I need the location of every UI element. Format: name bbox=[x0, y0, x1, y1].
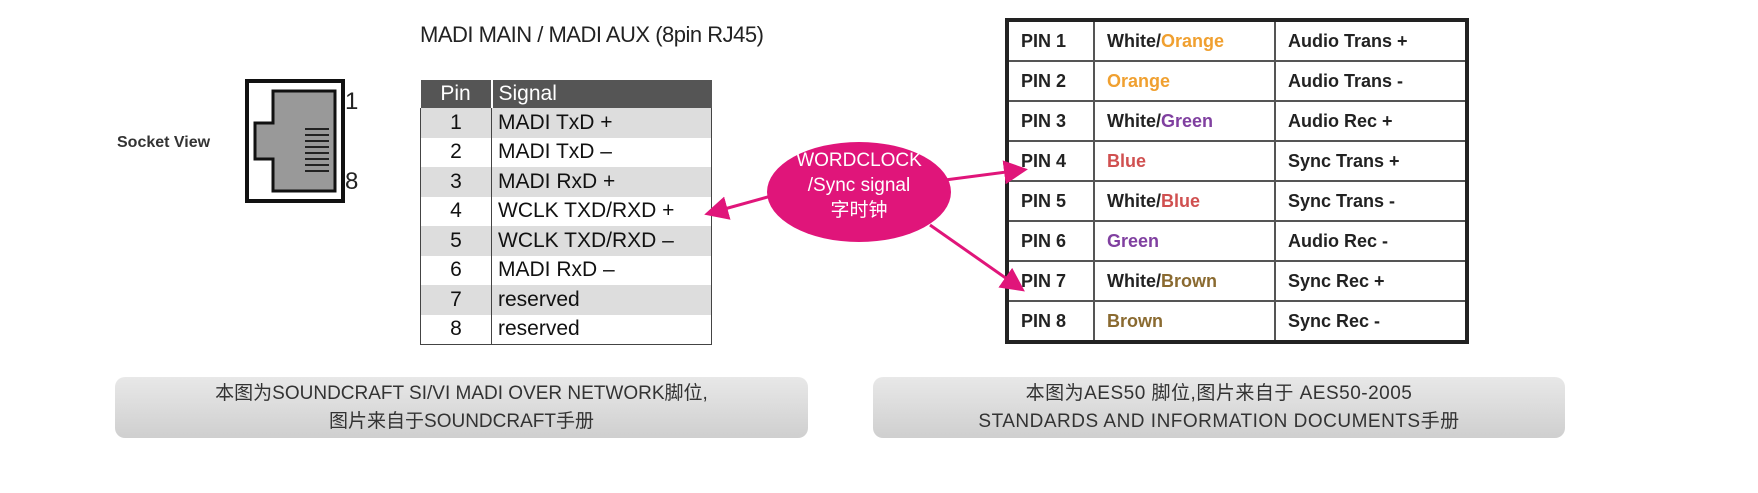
signal-cell: MADI TxD + bbox=[491, 108, 712, 138]
signal-cell: WCLK TXD/RXD – bbox=[491, 226, 712, 256]
bubble-line-2: /Sync signal bbox=[807, 175, 911, 196]
wire-color-cell: White/Green bbox=[1093, 100, 1276, 142]
signal-cell: Audio Rec + bbox=[1274, 100, 1468, 142]
wire-color-cell: White/Orange bbox=[1093, 19, 1276, 62]
wire-color-cell: Orange bbox=[1093, 60, 1276, 102]
pin-cell: 1 bbox=[420, 108, 492, 138]
pin-cell: 3 bbox=[420, 167, 492, 197]
caption-right-line-2: STANDARDS AND INFORMATION DOCUMENTS手册 bbox=[978, 411, 1460, 432]
bubble-line-1: WORDCLOCK bbox=[796, 150, 922, 171]
header-pin: Pin bbox=[420, 80, 493, 108]
signal-cell: Audio Trans + bbox=[1274, 19, 1468, 62]
pin-cell: PIN 4 bbox=[1006, 140, 1095, 182]
wire-color: Brown bbox=[1107, 310, 1163, 331]
pin-cell: PIN 6 bbox=[1006, 220, 1095, 262]
table-row: PIN 4 Blue Sync Trans + bbox=[1006, 140, 1468, 182]
signal-cell: WCLK TXD/RXD + bbox=[491, 196, 712, 226]
pin-cell: PIN 5 bbox=[1006, 180, 1095, 222]
wire-color: Blue bbox=[1107, 150, 1147, 171]
caption-left-line-2: 图片来自于SOUNDCRAFT手册 bbox=[329, 411, 594, 432]
pin-cell: 2 bbox=[420, 137, 492, 167]
table-row: PIN 2 Orange Audio Trans - bbox=[1006, 60, 1468, 102]
caption-left: 本图为SOUNDCRAFT SI/VI MADI OVER NETWORK脚位,… bbox=[115, 377, 808, 438]
wire-color-cell: Brown bbox=[1093, 300, 1276, 343]
wire-color: Orange bbox=[1107, 70, 1171, 91]
signal-cell: MADI TxD – bbox=[491, 137, 712, 167]
pin-cell: PIN 2 bbox=[1006, 60, 1095, 102]
signal-cell: Sync Rec + bbox=[1274, 260, 1468, 302]
table-row: PIN 3 White/Green Audio Rec + bbox=[1006, 100, 1468, 142]
caption-right-line-1: 本图为AES50 脚位,图片来自于 AES50-2005 bbox=[1025, 383, 1413, 404]
signal-cell: Audio Trans - bbox=[1274, 60, 1468, 102]
bubble-line-3: 字时钟 bbox=[830, 200, 888, 221]
table-row: PIN 8 Brown Sync Rec - bbox=[1006, 300, 1468, 343]
pin-8-label: 8 bbox=[345, 168, 359, 195]
signal-cell: Audio Rec - bbox=[1274, 220, 1468, 262]
pin-cell: 5 bbox=[420, 226, 492, 256]
madi-title: MADI MAIN / MADI AUX (8pin RJ45) bbox=[420, 22, 764, 47]
wire-color: Brown bbox=[1161, 270, 1217, 291]
wire-prefix: White/ bbox=[1107, 30, 1161, 51]
wire-prefix: White/ bbox=[1107, 110, 1161, 131]
signal-cell: MADI RxD – bbox=[491, 255, 712, 285]
pin-cell: PIN 3 bbox=[1006, 100, 1095, 142]
table-row: PIN 5 White/Blue Sync Trans - bbox=[1006, 180, 1468, 222]
signal-cell: reserved bbox=[491, 314, 712, 345]
wire-color-cell: White/Brown bbox=[1093, 260, 1276, 302]
wire-color-cell: White/Blue bbox=[1093, 180, 1276, 222]
wire-color-cell: Green bbox=[1093, 220, 1276, 262]
caption-left-line-1: 本图为SOUNDCRAFT SI/VI MADI OVER NETWORK脚位, bbox=[215, 383, 708, 404]
signal-cell: MADI RxD + bbox=[491, 167, 712, 197]
pin-cell: PIN 8 bbox=[1006, 300, 1095, 343]
aes50-pin-table: PIN 1 White/Orange Audio Trans +PIN 2 Or… bbox=[1005, 18, 1469, 344]
header-signal: Signal bbox=[491, 80, 712, 108]
pin-cell: 7 bbox=[420, 285, 492, 315]
table-row: PIN 6 Green Audio Rec - bbox=[1006, 220, 1468, 262]
signal-cell: reserved bbox=[491, 285, 712, 315]
arrow-to-pin7 bbox=[929, 223, 1025, 292]
caption-right: 本图为AES50 脚位,图片来自于 AES50-2005 STANDARDS A… bbox=[873, 377, 1565, 438]
pin-cell: PIN 1 bbox=[1006, 19, 1095, 62]
pin-cell: 6 bbox=[420, 255, 492, 285]
signal-cell: Sync Trans - bbox=[1274, 180, 1468, 222]
wire-color: Green bbox=[1161, 110, 1214, 131]
wire-color: Blue bbox=[1161, 190, 1201, 211]
wire-color-cell: Blue bbox=[1093, 140, 1276, 182]
table-row: PIN 1 White/Orange Audio Trans + bbox=[1006, 19, 1468, 62]
socket-view-label: Socket View bbox=[117, 134, 211, 151]
wordclock-bubble: WORDCLOCK /Sync signal 字时钟 bbox=[767, 142, 951, 242]
wire-color: Orange bbox=[1161, 30, 1225, 51]
pin-cell: 4 bbox=[420, 196, 492, 226]
signal-cell: Sync Rec - bbox=[1274, 300, 1468, 343]
arrow-to-pin4 bbox=[944, 160, 1028, 185]
rj45-socket-icon bbox=[245, 79, 345, 203]
arrow-to-wclk bbox=[704, 193, 776, 220]
pin-1-label: 1 bbox=[345, 88, 359, 115]
pin-cell: 8 bbox=[420, 314, 492, 345]
signal-cell: Sync Trans + bbox=[1274, 140, 1468, 182]
wire-prefix: White/ bbox=[1107, 270, 1161, 291]
wire-prefix: White/ bbox=[1107, 190, 1161, 211]
wire-color: Green bbox=[1107, 230, 1160, 251]
